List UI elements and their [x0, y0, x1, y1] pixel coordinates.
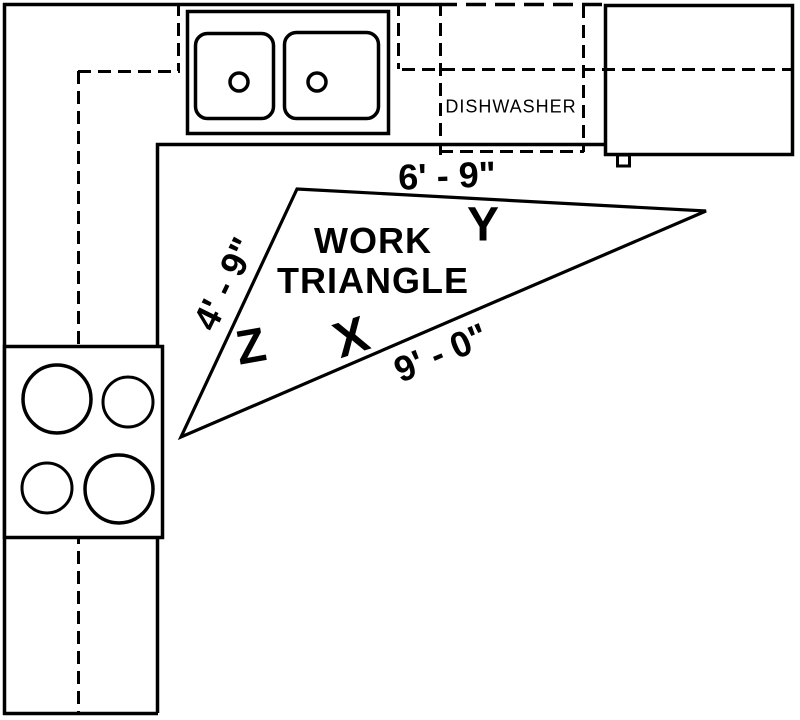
sink-drain-right [306, 71, 328, 93]
burner-top-right [101, 375, 155, 429]
burner-bottom-left [20, 461, 74, 515]
work-triangle-title-line2: TRIANGLE [277, 260, 469, 301]
burner-bottom-right [83, 453, 155, 525]
sink-drain-left [228, 71, 250, 93]
refrigerator-handle [616, 153, 631, 168]
work-triangle-title-line1: WORK [314, 220, 432, 261]
burner-top-left [21, 363, 93, 435]
refrigerator [603, 3, 795, 168]
sink-basin-right [282, 30, 381, 121]
vertex-label-y: Y [466, 198, 500, 252]
refrigerator-body [603, 3, 795, 157]
work-triangle-shape [177, 187, 707, 441]
cooktop [2, 344, 165, 540]
work-triangle-title: WORK TRIANGLE [277, 221, 469, 301]
sink [185, 9, 391, 136]
dishwasher-label: DISHWASHER [445, 96, 577, 117]
dimension-top-side: 6' - 9" [397, 153, 497, 198]
